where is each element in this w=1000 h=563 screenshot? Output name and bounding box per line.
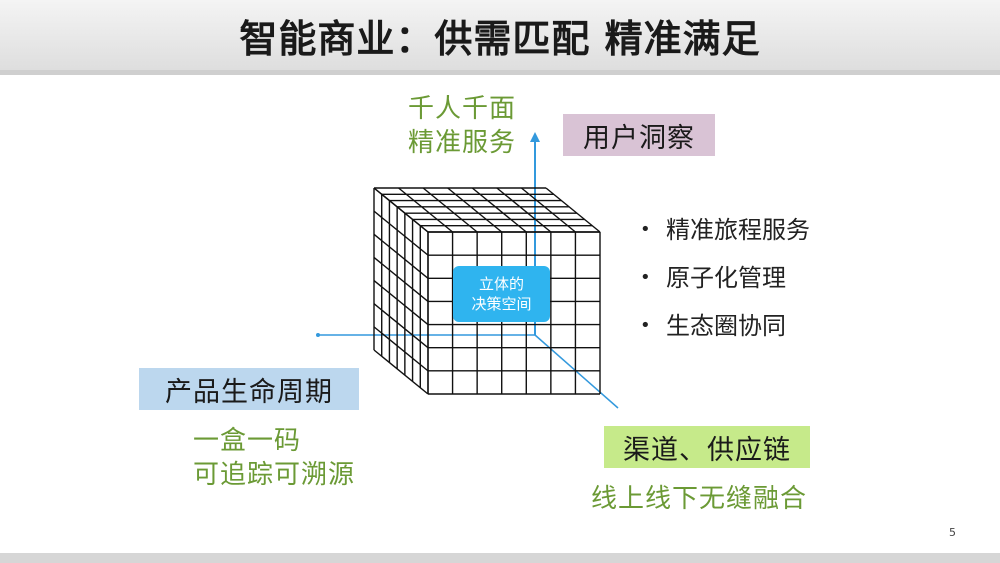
- vertical-axis-arrow: [530, 132, 540, 142]
- right-axis-text: 线上线下无缝融合: [591, 484, 808, 514]
- cube-left-grid-line: [373, 210, 429, 256]
- footer-bar: [0, 553, 1000, 563]
- cube-top-grid-line: [471, 187, 527, 233]
- title-divider: [0, 70, 1000, 75]
- cube-top-grid-line: [422, 187, 478, 233]
- left-axis-text-line-1: 一盒一码: [193, 426, 302, 456]
- top-axis-text-line-1: 千人千面: [408, 94, 517, 124]
- user-insight-label: 用户洞察: [563, 114, 715, 156]
- cube-top-grid-line: [496, 187, 552, 233]
- cube-left-grid-line: [373, 187, 429, 233]
- cube-left-grid-line: [373, 256, 429, 302]
- feature-bullet-list: •精准旅程服务 •原子化管理 •生态圈协同: [640, 212, 810, 356]
- top-axis-text-line-2: 精准服务: [408, 128, 517, 158]
- cube-left-grid-line: [373, 280, 429, 326]
- cube-top-grid-line: [398, 187, 454, 233]
- bullet-text: 原子化管理: [666, 264, 786, 292]
- page-number: 5: [949, 526, 956, 539]
- cube-top-grid-line: [545, 187, 601, 233]
- left-axis-text-line-2: 可追踪可溯源: [193, 460, 356, 490]
- horizontal-axis-end-dot: [316, 333, 320, 337]
- cube-left-grid-line: [373, 349, 429, 395]
- bullet-item: •生态圈协同: [640, 312, 786, 340]
- cube-top-grid-line: [520, 187, 576, 233]
- bullet-item: •原子化管理: [640, 264, 786, 292]
- decision-space-label: 立体的 决策空间: [453, 266, 550, 322]
- bullet-text: 生态圈协同: [666, 312, 786, 340]
- channel-supply-chain-label: 渠道、供应链: [604, 426, 810, 468]
- decision-space-line-1: 立体的: [478, 275, 524, 293]
- bullet-text: 精准旅程服务: [666, 216, 810, 244]
- product-lifecycle-label: 产品生命周期: [139, 368, 359, 410]
- cube-left-grid-line: [373, 233, 429, 279]
- cube-left-grid-line: [373, 326, 429, 372]
- page-title: 智能商业：供需匹配 精准满足: [239, 16, 761, 61]
- cube-left-grid-line: [373, 303, 429, 349]
- bullet-item: •精准旅程服务: [640, 216, 810, 244]
- title-bar: 智能商业：供需匹配 精准满足: [0, 0, 1000, 70]
- cube-top-grid-line: [447, 187, 503, 233]
- decision-space-line-2: 决策空间: [471, 295, 532, 313]
